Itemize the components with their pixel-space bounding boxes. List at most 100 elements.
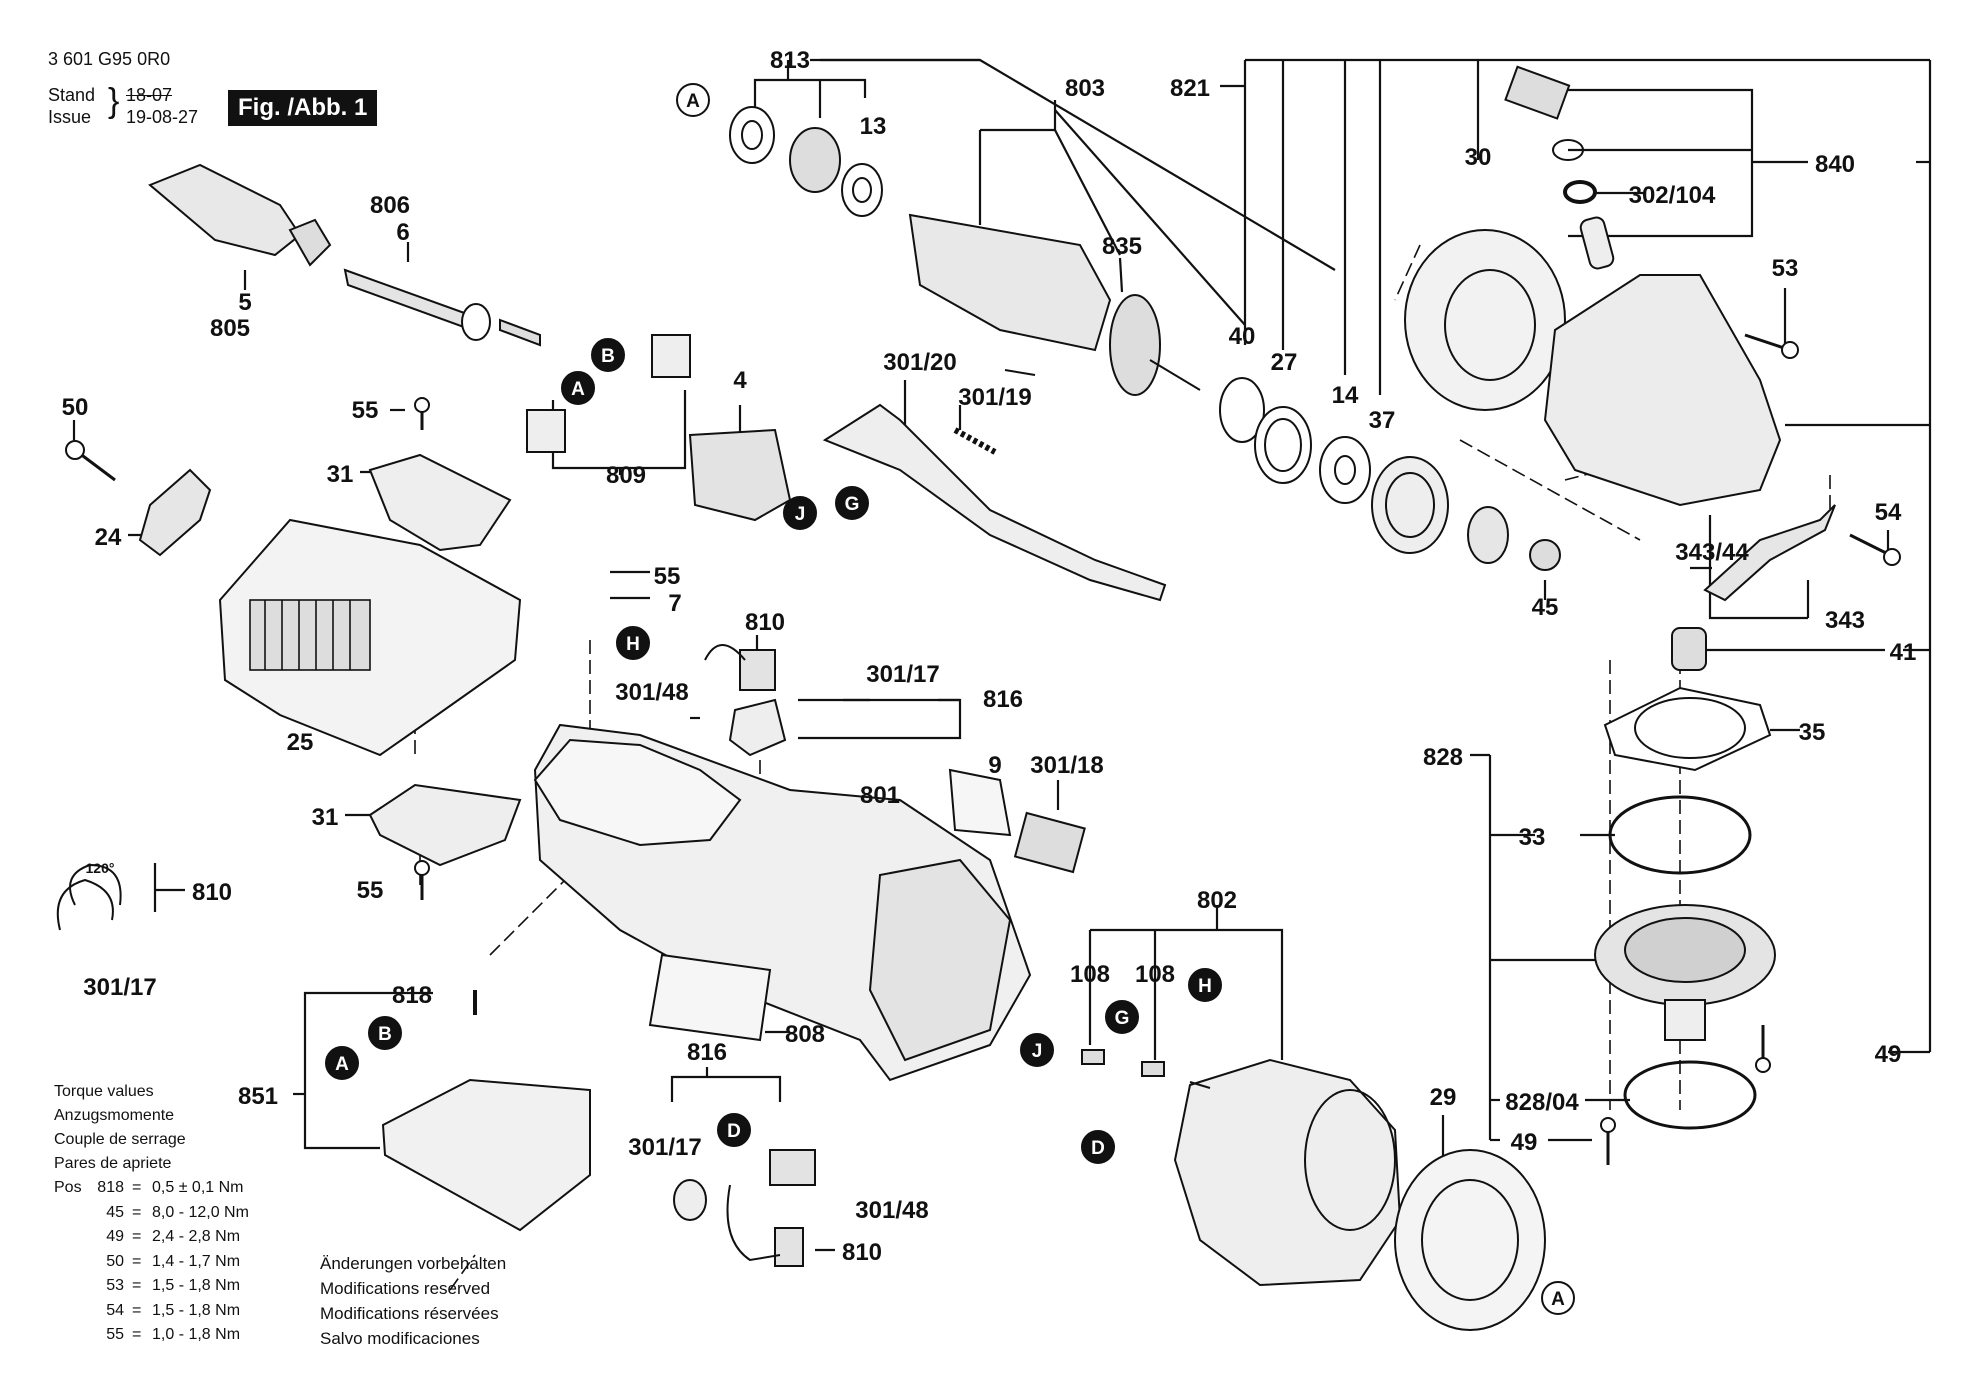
part-label-27: 27 — [1271, 349, 1298, 376]
torque-title-de: Anzugsmomente — [54, 1107, 175, 1124]
notice-fr: Modifications réservées — [320, 1304, 499, 1323]
part-label-343-44: 343/44 — [1675, 539, 1749, 566]
svg-text:B: B — [601, 346, 615, 367]
part-label-31: 31 — [312, 804, 339, 831]
svg-text:A: A — [686, 91, 700, 112]
part-label-13: 13 — [860, 113, 887, 140]
part-label-808: 808 — [785, 1021, 825, 1048]
torque-eq: = — [132, 1179, 142, 1196]
part-label-810: 810 — [192, 879, 232, 906]
torque-eq: = — [132, 1203, 142, 1221]
part-label-55: 55 — [357, 877, 384, 904]
marker-h: H — [616, 626, 650, 660]
part-label-802: 802 — [1197, 887, 1237, 914]
marker-b: B — [368, 1016, 402, 1050]
part-label-25: 25 — [287, 729, 314, 756]
torque-title-es: Pares de apriete — [54, 1155, 172, 1172]
torque-eq: = — [132, 1228, 142, 1245]
torque-pos: 50 — [106, 1252, 124, 1270]
torque-value: 1,4 - 1,7 Nm — [152, 1252, 241, 1270]
part-label-805: 805 — [210, 315, 250, 342]
part-label-810: 810 — [842, 1239, 882, 1266]
part-label-828-04: 828/04 — [1505, 1089, 1579, 1116]
part-label-810: 810 — [745, 609, 785, 636]
part-label-24: 24 — [95, 524, 122, 551]
torque-pos: 49 — [106, 1228, 124, 1245]
stand-label: Stand — [48, 85, 96, 105]
stand-value: 18-07 — [126, 85, 173, 105]
marker-a: A — [561, 371, 595, 405]
part-label-801: 801 — [860, 782, 900, 809]
part-label-301-17: 301/17 — [83, 974, 156, 1001]
svg-text:A: A — [1551, 1289, 1565, 1310]
svg-text:J: J — [795, 504, 806, 525]
part-label-55: 55 — [352, 397, 379, 424]
part-label-809: 809 — [606, 462, 646, 489]
part-label-5: 5 — [238, 289, 251, 316]
part-label-301-48: 301/48 — [615, 679, 688, 706]
part-label-851: 851 — [238, 1083, 278, 1110]
svg-text:A: A — [335, 1054, 349, 1075]
part-label-816: 816 — [687, 1039, 727, 1066]
marker-a: A — [1541, 1281, 1575, 1315]
part-label-301-17: 301/17 — [866, 661, 939, 688]
marker-d: D — [1081, 1130, 1115, 1164]
part-label-108: 108 — [1135, 961, 1175, 988]
part-label-14: 14 — [1332, 382, 1359, 409]
part-label-41: 41 — [1890, 639, 1917, 666]
part-label-4: 4 — [733, 367, 747, 394]
part-label-30: 30 — [1465, 144, 1492, 171]
part-label-55: 55 — [654, 563, 681, 590]
torque-title-fr: Couple de serrage — [54, 1131, 186, 1148]
part-label-816: 816 — [983, 686, 1023, 713]
torque-eq: = — [132, 1252, 142, 1270]
part-label-302-104: 302/104 — [1629, 182, 1716, 209]
torque-pos-label: Pos — [54, 1179, 82, 1196]
marker-h: H — [1188, 968, 1222, 1002]
svg-text:H: H — [1198, 976, 1212, 997]
svg-text:A: A — [571, 379, 585, 400]
part-label-37: 37 — [1369, 407, 1396, 434]
torque-title-en: Torque values — [54, 1083, 154, 1100]
part-label-301-18: 301/18 — [1030, 752, 1103, 779]
part-label-35: 35 — [1799, 719, 1826, 746]
part-label-29: 29 — [1430, 1084, 1457, 1111]
issue-label: Issue — [48, 107, 92, 127]
part-label-45: 45 — [1532, 594, 1559, 621]
marker-j: J — [1020, 1033, 1054, 1067]
torque-value: 8,0 - 12,0 Nm — [152, 1203, 249, 1221]
part-label-301-20: 301/20 — [883, 349, 956, 376]
torque-value: 1,5 - 1,8 Nm — [152, 1277, 241, 1294]
svg-text:G: G — [845, 494, 860, 515]
torque-eq: = — [132, 1301, 142, 1319]
notice-en: Modifications reserved — [320, 1279, 491, 1298]
torque-eq: = — [132, 1277, 142, 1294]
marker-d: D — [717, 1113, 751, 1147]
part-label-7: 7 — [668, 590, 681, 617]
torque-pos: 54 — [106, 1301, 124, 1319]
torque-pos: 818 — [97, 1179, 124, 1196]
header-brace: } — [108, 82, 120, 120]
marker-a: A — [325, 1046, 359, 1080]
part-label-33: 33 — [1519, 824, 1546, 851]
torque-value: 0,5 ± 0,1 Nm — [152, 1179, 244, 1196]
part-label-40: 40 — [1229, 323, 1256, 350]
torque-pos: 55 — [106, 1326, 124, 1343]
part-label-54: 54 — [1875, 499, 1902, 526]
marker-b: B — [591, 338, 625, 372]
part-label-108: 108 — [1070, 961, 1110, 988]
part-label-301-17: 301/17 — [628, 1134, 701, 1161]
issue-value: 19-08-27 — [126, 107, 199, 127]
svg-text:D: D — [1091, 1138, 1105, 1159]
part-label-840: 840 — [1815, 151, 1855, 178]
figure-badge: Fig. /Abb. 1 — [228, 90, 378, 126]
part-label-343: 343 — [1825, 607, 1865, 634]
marker-g: G — [835, 486, 869, 520]
document-number: 3 601 G95 0R0 — [48, 49, 171, 69]
part-label-301-48: 301/48 — [855, 1197, 928, 1224]
notice-es: Salvo modificaciones — [320, 1329, 480, 1348]
svg-text:B: B — [378, 1024, 392, 1045]
